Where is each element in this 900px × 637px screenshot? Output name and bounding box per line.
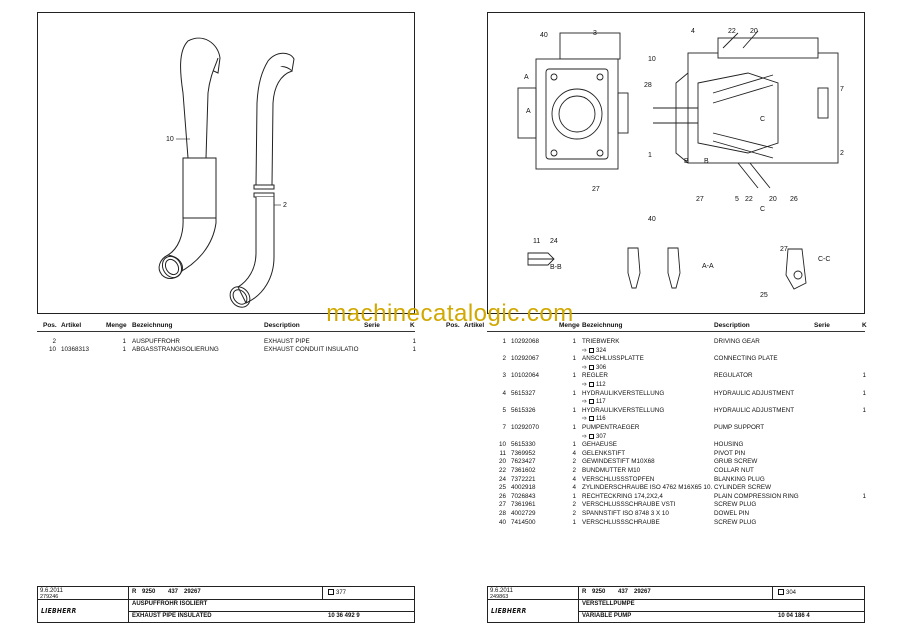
col-header-description: Description bbox=[714, 322, 750, 329]
svg-text:28: 28 bbox=[644, 82, 652, 89]
page-ref-icon bbox=[589, 416, 595, 422]
svg-text:27: 27 bbox=[696, 196, 704, 203]
reference-arrow-icon: ➩ bbox=[582, 382, 588, 388]
left-catalog-page: 10 2 Pos. Artikel Menge Bezeichnung Desc… bbox=[37, 12, 416, 623]
svg-text:20: 20 bbox=[750, 28, 758, 35]
svg-text:A-A: A-A bbox=[702, 263, 714, 270]
svg-text:3: 3 bbox=[593, 30, 597, 37]
col-header-serie: Serie bbox=[814, 322, 830, 329]
svg-text:10: 10 bbox=[648, 56, 656, 63]
col-header-bezeichnung: Bezeichnung bbox=[132, 322, 173, 329]
reference-arrow-icon: ➩ bbox=[582, 416, 588, 423]
callout-2: 2 bbox=[283, 202, 287, 209]
col-header-menge: Menge bbox=[559, 322, 580, 329]
col-header-pos: Pos. bbox=[43, 322, 57, 329]
col-header-pos: Pos. bbox=[446, 322, 460, 329]
tb-title-de: VERSTELLPUMPE bbox=[582, 601, 635, 607]
svg-text:27: 27 bbox=[780, 246, 788, 253]
svg-text:25: 25 bbox=[760, 292, 768, 299]
tb-page-ref: 304 bbox=[778, 589, 796, 596]
col-header-description: Description bbox=[264, 322, 300, 329]
tb-code1: 437 bbox=[618, 589, 629, 595]
watermark: machinecatalogic.com bbox=[326, 300, 574, 327]
sub-page-reference[interactable]: ➩306 bbox=[582, 364, 607, 371]
sub-page-reference[interactable]: ➩112 bbox=[582, 382, 606, 388]
right-catalog-page: 40 3 4 22 20 10 28 1 7 2 27 27 5 22 20 2… bbox=[446, 0, 900, 637]
col-header-k: K bbox=[862, 322, 867, 329]
svg-text:A: A bbox=[526, 108, 531, 115]
sub-page-reference[interactable]: ➩117 bbox=[582, 399, 606, 406]
svg-text:4: 4 bbox=[691, 28, 695, 35]
tb-title-en: EXHAUST PIPE INSULATED bbox=[132, 613, 212, 619]
tb-model: R bbox=[582, 589, 587, 595]
liebherr-logo: LIEBHERR bbox=[491, 607, 527, 616]
callout-10: 10 bbox=[166, 136, 174, 143]
svg-text:40: 40 bbox=[540, 32, 548, 39]
col-header-artikel: Artikel bbox=[61, 322, 82, 329]
sub-page-reference[interactable]: ➩307 bbox=[582, 433, 607, 440]
svg-text:22: 22 bbox=[745, 196, 753, 203]
tb-code1: 437 bbox=[168, 589, 179, 595]
tb-doc-no: 249863 bbox=[490, 594, 509, 600]
liebherr-logo: LIEBHERR bbox=[41, 607, 77, 616]
col-header-k: K bbox=[410, 322, 415, 329]
tb-model-no: 9250 bbox=[142, 589, 156, 595]
tb-part-no: 10 36 492 9 bbox=[328, 613, 360, 619]
reference-arrow-icon: ➩ bbox=[582, 347, 588, 354]
col-header-menge: Menge bbox=[106, 322, 127, 329]
svg-text:22: 22 bbox=[728, 28, 736, 35]
page-ref-icon bbox=[589, 364, 595, 370]
page-ref-icon bbox=[778, 589, 784, 595]
tb-code2: 29267 bbox=[184, 589, 201, 595]
svg-text:B: B bbox=[684, 158, 689, 165]
header-rule bbox=[37, 331, 415, 332]
svg-text:B: B bbox=[704, 158, 709, 165]
exhaust-pipe-drawing: 10 2 bbox=[37, 12, 415, 314]
title-block: 9.6.2011 279246 LIEBHERR R 9250 437 2926… bbox=[37, 586, 415, 623]
tb-page-ref: 377 bbox=[328, 589, 346, 596]
svg-text:C-C: C-C bbox=[818, 256, 830, 263]
variable-pump-illustration: 40 3 4 22 20 10 28 1 7 2 27 27 5 22 20 2… bbox=[517, 28, 844, 299]
tb-date: 9.6.2011 bbox=[490, 588, 513, 594]
col-header-artikel: Artikel bbox=[464, 322, 485, 329]
page-ref-icon bbox=[589, 347, 595, 353]
page-ref-icon bbox=[589, 399, 595, 405]
tb-date: 9.6.2011 bbox=[40, 588, 63, 594]
svg-text:B-B: B-B bbox=[550, 264, 562, 271]
svg-text:5: 5 bbox=[735, 196, 739, 203]
variable-pump-drawing: 40 3 4 22 20 10 28 1 7 2 27 27 5 22 20 2… bbox=[487, 12, 865, 314]
tb-title-en: VARIABLE PUMP bbox=[582, 613, 632, 619]
col-header-bezeichnung: Bezeichnung bbox=[582, 322, 623, 329]
tb-code2: 29267 bbox=[634, 589, 651, 595]
page-ref-icon bbox=[589, 433, 595, 439]
svg-text:27: 27 bbox=[592, 186, 600, 193]
svg-text:A: A bbox=[524, 74, 529, 81]
tb-model-no: 9250 bbox=[592, 589, 606, 595]
svg-text:C: C bbox=[760, 206, 765, 213]
page-ref-icon bbox=[589, 382, 595, 387]
svg-text:26: 26 bbox=[790, 196, 798, 203]
title-block: 9.6.2011 249863 LIEBHERR R 9250 437 2926… bbox=[487, 586, 865, 623]
tb-part-no: 10 04 186 4 bbox=[778, 613, 810, 619]
svg-text:C: C bbox=[760, 116, 765, 123]
reference-arrow-icon: ➩ bbox=[582, 364, 588, 371]
svg-text:24: 24 bbox=[550, 238, 558, 245]
tb-model: R bbox=[132, 589, 137, 595]
reference-arrow-icon: ➩ bbox=[582, 433, 588, 440]
header-rule bbox=[487, 331, 865, 332]
col-header-serie: Serie bbox=[364, 322, 380, 329]
svg-text:1: 1 bbox=[648, 152, 652, 159]
svg-text:20: 20 bbox=[769, 196, 777, 203]
page-ref-icon bbox=[328, 589, 334, 595]
svg-text:11: 11 bbox=[533, 238, 540, 245]
exhaust-pipe-illustration: 10 2 bbox=[158, 37, 295, 308]
svg-text:7: 7 bbox=[840, 86, 844, 93]
tb-title-de: AUSPUFFROHR ISOLIERT bbox=[132, 601, 208, 607]
svg-text:40: 40 bbox=[648, 216, 656, 223]
tb-doc-no: 279246 bbox=[40, 594, 59, 600]
sub-page-reference[interactable]: ➩116 bbox=[582, 416, 606, 423]
reference-arrow-icon: ➩ bbox=[582, 399, 588, 406]
svg-text:2: 2 bbox=[840, 150, 844, 157]
sub-page-reference[interactable]: ➩324 bbox=[582, 347, 607, 354]
